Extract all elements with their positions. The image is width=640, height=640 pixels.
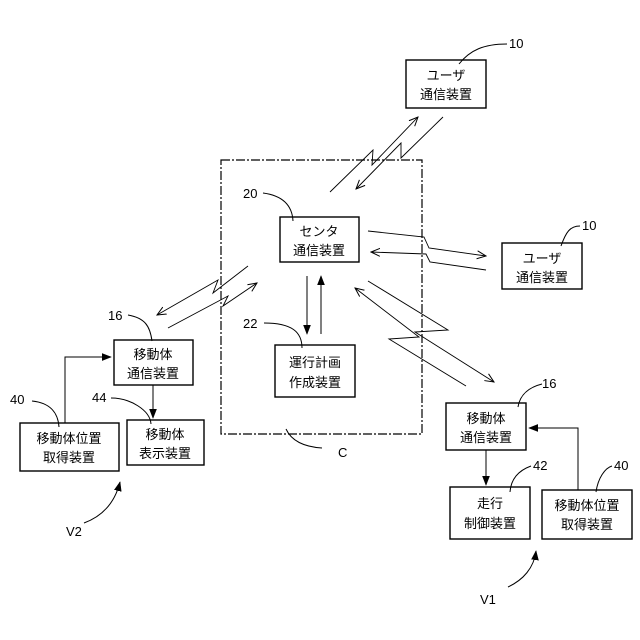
mobile-comm-device-left-line1: 移動体 bbox=[133, 348, 172, 363]
mobile-comm-device-left: 移動体 通信装置 bbox=[114, 340, 193, 385]
ref-user-right: 10 bbox=[582, 218, 596, 233]
operation-plan-device-line2: 作成装置 bbox=[289, 376, 341, 391]
wireless-mobile-right-to-center bbox=[355, 288, 466, 386]
ref-travel-ctrl: 42 bbox=[533, 458, 547, 473]
mobile-comm-device-left-line2: 通信装置 bbox=[127, 367, 179, 382]
position-device-right-line2: 取得装置 bbox=[561, 517, 613, 533]
display-device-left-line2: 表示装置 bbox=[139, 447, 191, 462]
travel-control-device: 走行 制御装置 bbox=[450, 487, 530, 539]
user-device-right-line2: 通信装置 bbox=[516, 271, 568, 286]
travel-control-device-line1: 走行 bbox=[477, 497, 503, 512]
position-device-right: 移動体位置 取得装置 bbox=[542, 490, 632, 539]
wireless-user-top-to-center bbox=[356, 117, 443, 189]
ref-mobile-right: 16 bbox=[542, 376, 556, 391]
ref-mobile-left: 16 bbox=[108, 308, 122, 323]
mobile-comm-device-right-line2: 通信装置 bbox=[460, 431, 512, 446]
ref-pos-right: 40 bbox=[614, 458, 628, 473]
leader-center-frame bbox=[286, 429, 322, 448]
curved-arrow-v1 bbox=[508, 551, 536, 587]
curved-arrow-v2 bbox=[84, 482, 120, 523]
mobile-comm-device-right: 移動体 通信装置 bbox=[446, 403, 526, 450]
user-device-top-line2: 通信装置 bbox=[420, 88, 472, 103]
display-device-left: 移動体 表示装置 bbox=[127, 420, 204, 465]
user-device-right-line1: ユーザ bbox=[523, 252, 562, 267]
display-device-left-line1: 移動体 bbox=[145, 428, 184, 443]
operation-plan-device: 運行計画 作成装置 bbox=[275, 345, 355, 397]
wireless-center-to-mobile-left bbox=[157, 266, 248, 315]
position-device-left: 移動体位置 取得装置 bbox=[20, 423, 119, 471]
center-comm-device-line1: センタ bbox=[299, 225, 338, 240]
user-device-right: ユーザ 通信装置 bbox=[502, 243, 582, 289]
travel-control-device-line2: 制御装置 bbox=[464, 517, 516, 532]
leader-planner bbox=[264, 323, 302, 348]
ref-vehicle-left: V2 bbox=[66, 524, 82, 539]
leader-mobile-left bbox=[128, 315, 152, 341]
ref-center: 20 bbox=[243, 186, 257, 201]
position-device-left-line2: 取得装置 bbox=[43, 450, 95, 466]
user-device-top: ユーザ 通信装置 bbox=[406, 60, 486, 108]
center-comm-device: センタ 通信装置 bbox=[280, 217, 359, 262]
user-device-top-line1: ユーザ bbox=[427, 69, 466, 84]
ref-vehicle-right: V1 bbox=[480, 592, 496, 607]
position-device-right-line1: 移動体位置 bbox=[554, 499, 619, 514]
ref-display-left: 44 bbox=[92, 390, 106, 405]
wireless-user-right-to-center bbox=[371, 252, 486, 270]
operation-plan-device-line1: 運行計画 bbox=[289, 355, 341, 371]
ref-pos-left: 40 bbox=[10, 392, 24, 407]
ref-planner: 22 bbox=[243, 316, 257, 331]
wireless-center-to-mobile-right bbox=[368, 281, 494, 382]
mobile-comm-device-right-line1: 移動体 bbox=[466, 412, 505, 427]
center-comm-device-line2: 通信装置 bbox=[293, 244, 345, 259]
ref-center-frame: C bbox=[338, 445, 347, 460]
ref-user-top: 10 bbox=[509, 36, 523, 51]
position-device-left-line1: 移動体位置 bbox=[36, 432, 101, 447]
leader-pos-right bbox=[596, 466, 612, 492]
